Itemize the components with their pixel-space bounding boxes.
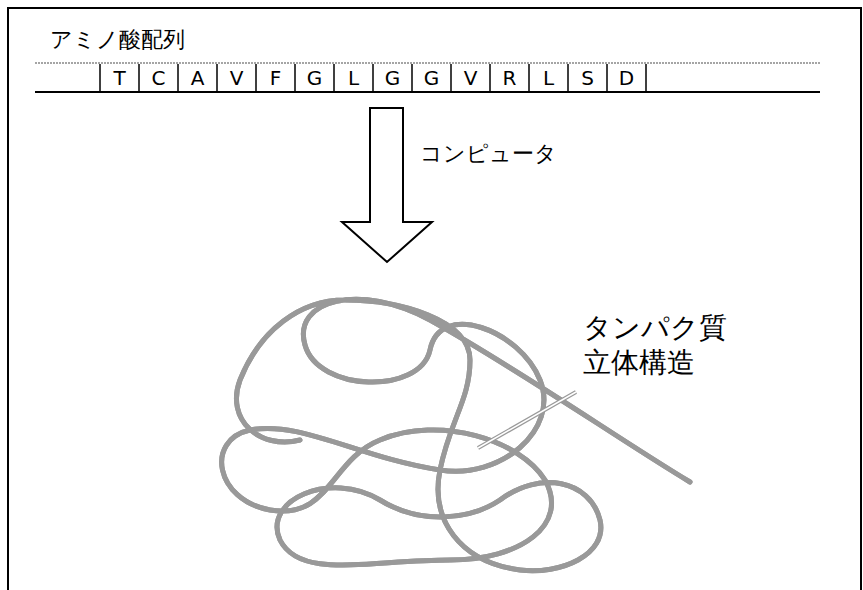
arrow-label: コンピュータ — [420, 140, 557, 168]
amino-acid-letter: G — [295, 64, 334, 92]
amino-acid-letter: A — [178, 64, 217, 92]
leader-line — [478, 392, 576, 448]
amino-acid-letter: C — [139, 64, 178, 92]
amino-acid-letter: V — [217, 64, 256, 92]
amino-acid-letter: F — [256, 64, 295, 92]
amino-acid-letter: V — [451, 64, 490, 92]
amino-acid-letter: R — [490, 64, 529, 92]
amino-acid-letter: L — [529, 64, 568, 92]
amino-acid-letter: D — [607, 64, 646, 92]
structure-label: タンパク質 立体構造 — [583, 310, 729, 380]
sequence-bottom-line — [35, 91, 820, 93]
leader-line — [478, 392, 576, 448]
sequence-heading: アミノ酸配列 — [50, 26, 185, 54]
amino-acid-letter: T — [100, 64, 139, 92]
cell-dividers — [100, 64, 646, 92]
amino-acid-letter: G — [412, 64, 451, 92]
frame — [8, 8, 861, 590]
amino-acid-letter: S — [568, 64, 607, 92]
amino-acid-letter: G — [373, 64, 412, 92]
block-arrow — [342, 108, 432, 262]
sequence-top-line — [35, 62, 820, 64]
amino-acid-letter: L — [334, 64, 373, 92]
